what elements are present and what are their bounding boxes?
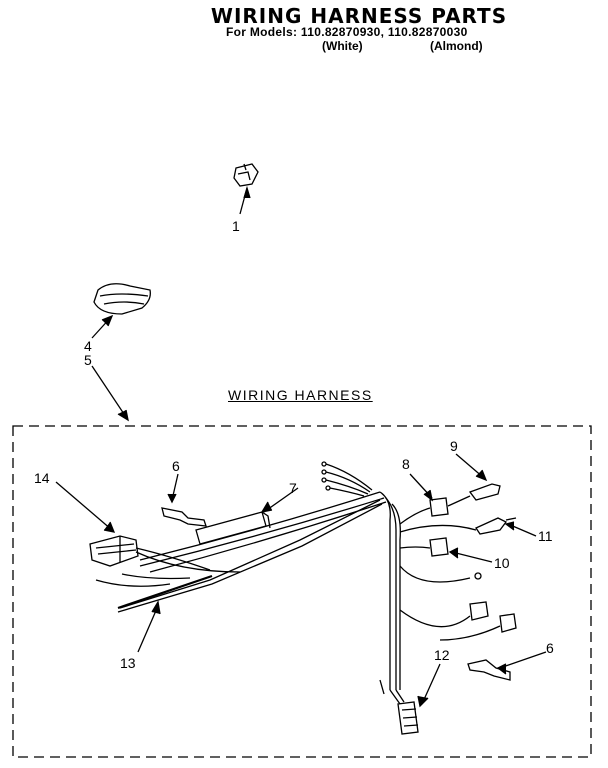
wiring-harness-label: WIRING HARNESS	[228, 387, 373, 403]
callout-1: 1	[232, 218, 240, 234]
callout-11: 11	[538, 528, 553, 544]
part-10-connector	[399, 537, 449, 557]
color-white-label: (White)	[322, 39, 363, 53]
harness-main-bundle	[117, 491, 401, 690]
callout-4: 4	[84, 338, 92, 354]
callout-9: 9	[450, 438, 458, 454]
part-1-clip	[233, 163, 259, 187]
part-6-terminal-right	[467, 659, 511, 681]
leader-6b	[499, 651, 547, 669]
callout-12: 12	[434, 647, 450, 663]
part-13-rod	[117, 574, 213, 610]
callout-7: 7	[289, 480, 297, 496]
callout-5: 5	[84, 352, 92, 368]
part-14-connector	[89, 535, 139, 567]
callout-13: 13	[120, 655, 136, 671]
leader-12	[421, 663, 441, 705]
leader-14	[55, 481, 113, 531]
page-title: WIRING HARNESS PARTS	[210, 4, 508, 28]
models-line: For Models: 110.82870930, 110.82870030	[226, 25, 468, 39]
part-8-connector	[399, 495, 471, 525]
color-almond-label: (Almond)	[430, 39, 483, 53]
leader-13	[137, 605, 159, 653]
part-6-terminal-left	[161, 507, 207, 527]
part-4-5-cover	[93, 283, 151, 315]
part-12-connector	[397, 701, 419, 735]
leader-5	[91, 365, 129, 421]
callout-14: 14	[34, 470, 50, 486]
callout-10: 10	[494, 555, 510, 571]
leader-10	[451, 551, 493, 563]
callout-6-right: 6	[546, 640, 554, 656]
part-7-sleeve	[195, 511, 271, 545]
part-9-terminal	[468, 483, 501, 501]
harness-enclosure	[12, 425, 592, 758]
part-11-terminal	[475, 517, 517, 535]
callout-8: 8	[402, 456, 410, 472]
callout-6-left: 6	[172, 458, 180, 474]
